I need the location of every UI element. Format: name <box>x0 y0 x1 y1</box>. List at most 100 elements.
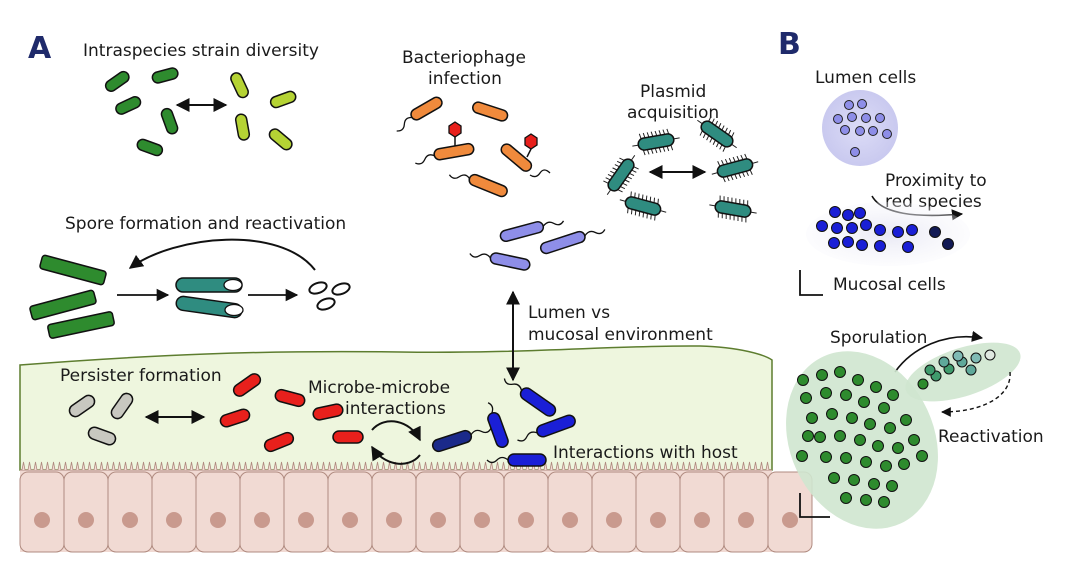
mucosal-cell-dots <box>816 206 954 253</box>
mucosal-cell <box>854 207 866 219</box>
lumen-bacteria-group <box>469 220 606 271</box>
spore-icon <box>316 297 336 311</box>
label-phage-line1: Bacteriophage <box>402 48 526 68</box>
persister-cells-group <box>68 392 134 446</box>
spore-cell-dots <box>917 349 996 390</box>
label-lumen-cells: Lumen cells <box>815 68 916 88</box>
bacterium-lavender <box>499 220 565 243</box>
vegetative-cell <box>834 430 846 442</box>
scale-bar-bottom <box>799 493 830 518</box>
bacterium-blue <box>503 378 557 417</box>
mucosal-cell <box>874 224 886 236</box>
label-proximity-line1: Proximity to <box>885 171 987 191</box>
bacteriophage-icon <box>448 121 462 146</box>
bacterium-dark-green <box>136 138 164 157</box>
cell-nucleus <box>254 512 270 528</box>
panel-label-b: B <box>778 27 801 62</box>
mucosal-cell <box>874 240 886 252</box>
cell-nucleus <box>694 512 710 528</box>
arrow-spore-reactivation <box>128 238 316 271</box>
bacterium-dark-green <box>115 96 142 115</box>
vegetative-cell <box>887 389 899 401</box>
cell-nucleus <box>562 512 578 528</box>
mucosal-cell <box>906 224 918 236</box>
cell-nucleus <box>342 512 358 528</box>
arrow-sporulation <box>894 330 984 373</box>
bacterium-gray <box>68 394 96 418</box>
mucosal-cell <box>860 219 872 231</box>
panel-label-a: A <box>28 31 52 66</box>
cell-nucleus <box>122 512 138 528</box>
lumen-cell <box>861 113 871 123</box>
lumen-cell <box>847 112 857 122</box>
bacterium-teal-plasmid <box>619 191 667 221</box>
lumen-cell <box>875 113 885 123</box>
dark-green-strain-group <box>104 67 179 157</box>
bacterium-dark-green <box>160 107 179 135</box>
arrow-interaction-back <box>371 445 421 465</box>
vegetative-cell <box>852 374 864 386</box>
mucosal-cell <box>856 239 868 251</box>
bacterium-gray <box>110 392 134 420</box>
vegetative-cell <box>900 414 912 426</box>
label-host: Interactions with host <box>553 443 738 463</box>
label-persister: Persister formation <box>60 366 222 386</box>
bacterium-lime <box>234 113 251 141</box>
vegetative-cell <box>878 496 890 508</box>
vegetative-cell <box>840 389 852 401</box>
epithelial-cells <box>19 471 813 553</box>
vegetative-cell <box>826 408 838 420</box>
bacterium-red <box>263 431 295 453</box>
mucosal-cell <box>892 226 904 238</box>
bacterium-red <box>332 430 364 444</box>
vegetative-cell <box>886 480 898 492</box>
epithelium <box>19 461 813 553</box>
vegetative-cell <box>898 458 910 470</box>
cell-nucleus <box>518 512 534 528</box>
cell-nucleus <box>78 512 94 528</box>
label-phage-line2: infection <box>428 69 502 89</box>
vegetative-cell <box>828 472 840 484</box>
vegetative-cell <box>816 369 828 381</box>
vegetative-cells-group <box>29 254 115 339</box>
arrow-reactivation <box>941 371 1011 417</box>
spore-cell <box>938 356 950 368</box>
bacterium-dark-green <box>47 311 115 339</box>
mucosal-cell <box>842 209 854 221</box>
bacterium-orange <box>415 142 475 165</box>
mucosal-cell <box>831 222 843 234</box>
vegetative-cell <box>802 430 814 442</box>
spore-cell <box>952 350 964 362</box>
bacterium-lime <box>230 72 249 99</box>
label-strain-diversity: Intraspecies strain diversity <box>83 41 319 61</box>
vegetative-cell <box>860 494 872 506</box>
vegetative-cell <box>868 478 880 490</box>
lumen-cell <box>833 114 843 124</box>
lumen-cell <box>844 100 854 110</box>
bacterium-red <box>219 408 251 428</box>
vegetative-cell <box>860 456 872 468</box>
vegetative-cell <box>916 450 928 462</box>
bacterium-orange <box>500 143 533 172</box>
mucosal-cell <box>902 241 914 253</box>
lumen-cell <box>850 147 860 157</box>
mucosal-cell <box>828 237 840 249</box>
label-sporulation: Sporulation <box>830 328 927 348</box>
vegetative-cell <box>878 402 890 414</box>
vegetative-cell <box>840 452 852 464</box>
label-plasmid-line2: acquisition <box>627 103 719 123</box>
lumen-cell <box>868 126 878 136</box>
mucosal-cell <box>842 236 854 248</box>
plasmid-recipient-group <box>697 116 759 223</box>
vegetative-cell <box>854 434 866 446</box>
vegetative-cell <box>834 366 846 378</box>
plasmid-donor-group <box>603 128 680 221</box>
lumen-cell <box>857 99 867 109</box>
cell-nucleus <box>606 512 622 528</box>
vegetative-cell <box>820 451 832 463</box>
cell-nucleus <box>430 512 446 528</box>
red-species-group <box>219 373 364 453</box>
vegetative-cell <box>797 374 809 386</box>
bacterium-red <box>312 403 344 421</box>
